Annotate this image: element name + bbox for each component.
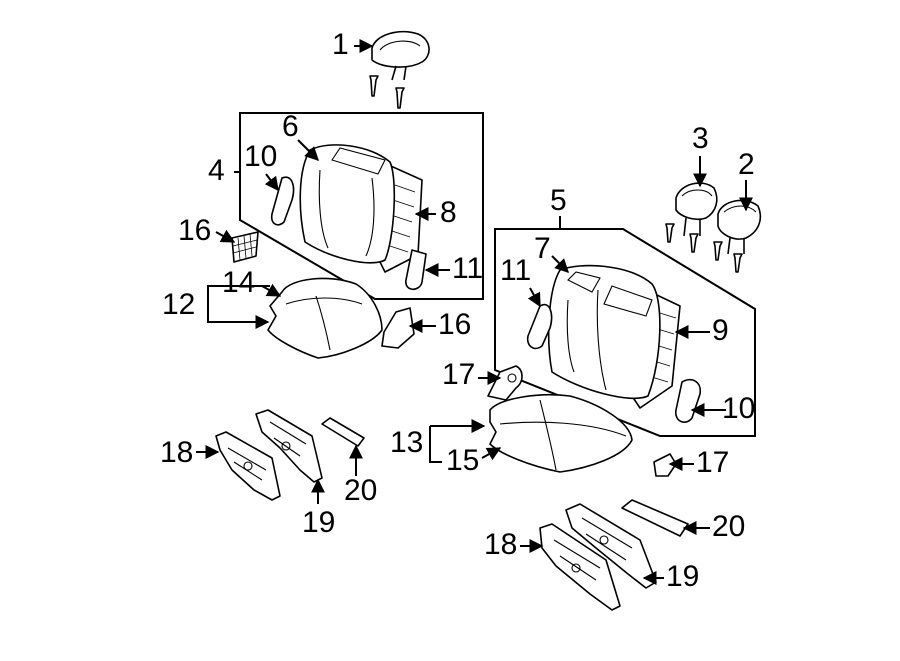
callout-13: 13 — [390, 426, 423, 459]
callout-8: 8 — [440, 196, 457, 229]
callout-11-right: 11 — [500, 254, 531, 287]
group-box-5 — [494, 228, 756, 437]
callout-19-right: 19 — [666, 560, 699, 593]
callout-10-left: 10 — [244, 140, 277, 173]
track-part-18a — [215, 431, 281, 501]
headrest-part-1 — [369, 30, 430, 109]
callout-9: 9 — [712, 314, 729, 347]
headrest-part-2 — [717, 199, 762, 255]
hinge-part-19b — [565, 503, 657, 589]
latch-bracket-part-11a — [405, 249, 427, 291]
callout-11-left: 11 — [452, 252, 483, 285]
callout-14: 14 — [222, 266, 255, 299]
trim-part-16b — [381, 307, 415, 349]
seat-cushion-part-14 — [267, 277, 383, 359]
callout-15: 15 — [446, 444, 479, 477]
callout-2: 2 — [738, 148, 755, 181]
leader-lines — [196, 39, 753, 585]
seat-back-part-6 — [299, 144, 423, 273]
callout-17-left: 17 — [442, 358, 475, 391]
headrest-part-3 — [675, 182, 718, 237]
callout-16-right: 16 — [438, 308, 471, 341]
callout-6: 6 — [282, 110, 299, 143]
seat-back-part-7 — [547, 264, 681, 409]
callout-7: 7 — [534, 232, 551, 265]
headrest-guides — [665, 223, 743, 273]
hinge-cover-part-10b — [675, 378, 702, 423]
callout-1: 1 — [332, 28, 349, 61]
seat-cushion-part-15 — [489, 393, 633, 473]
callout-18-right: 18 — [484, 528, 517, 561]
callout-3: 3 — [692, 122, 709, 155]
trim-part-16a — [231, 231, 259, 263]
cover-part-20a — [321, 417, 365, 447]
callout-16-left: 16 — [178, 214, 211, 247]
callout-18-left: 18 — [160, 436, 193, 469]
callout-5: 5 — [550, 184, 567, 217]
track-part-18b — [539, 523, 621, 611]
callout-20-right: 20 — [712, 510, 745, 543]
callout-4: 4 — [208, 154, 225, 187]
callout-labels: 1 2 3 4 5 6 7 8 9 10 10 11 11 12 13 14 1… — [160, 28, 755, 593]
callout-10-right: 10 — [722, 392, 755, 425]
callout-12: 12 — [162, 288, 195, 321]
hinge-cover-part-10a — [270, 176, 295, 226]
bracket-part-17a — [487, 365, 523, 401]
group-box-4 — [239, 112, 484, 300]
callout-17-right: 17 — [696, 446, 729, 479]
cover-part-20b — [621, 499, 689, 537]
latch-bracket-part-11b — [526, 303, 553, 350]
callout-19-left: 19 — [302, 506, 335, 539]
callout-20-left: 20 — [344, 474, 377, 507]
